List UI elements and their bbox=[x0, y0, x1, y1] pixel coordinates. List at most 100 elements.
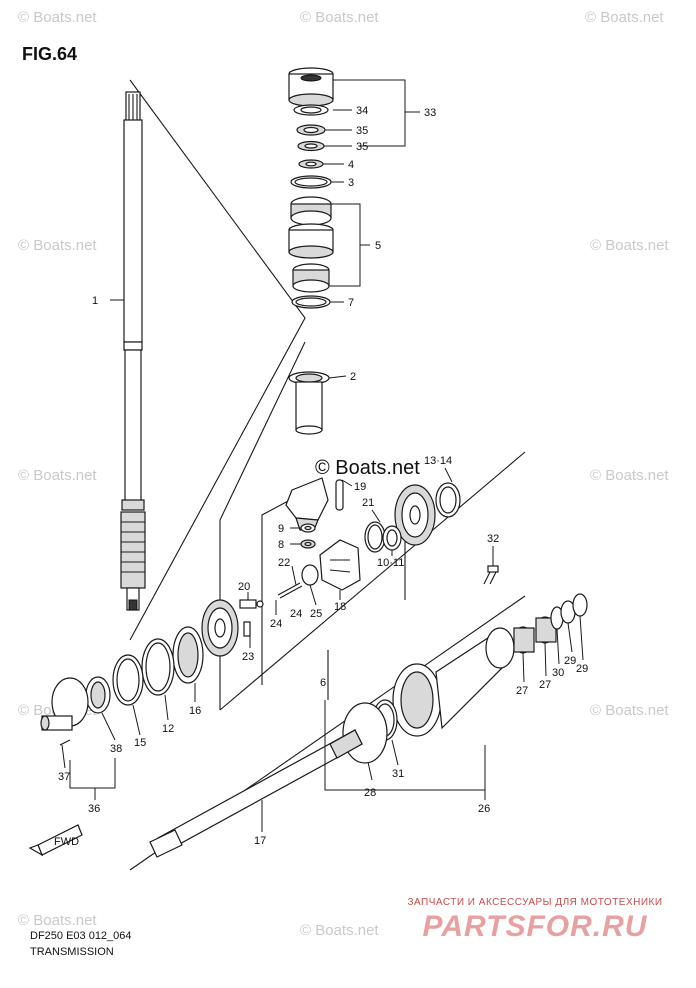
watermark: © Boats.net bbox=[590, 237, 669, 254]
drive-shaft bbox=[120, 91, 146, 611]
callout-27b: 27 bbox=[539, 679, 551, 691]
callout-3: 3 bbox=[348, 177, 354, 189]
shim-15 bbox=[112, 654, 144, 706]
callout-9: 9 bbox=[278, 523, 284, 535]
callout-2: 2 bbox=[350, 371, 356, 383]
push-rod-24 bbox=[277, 582, 303, 599]
callout-33: 33 bbox=[424, 107, 436, 119]
callout-37: 37 bbox=[58, 771, 70, 783]
callout-19: 19 bbox=[354, 481, 366, 493]
sleeve-bushing bbox=[288, 371, 330, 435]
watermark: © Boats.net bbox=[18, 467, 97, 484]
reverse-gear bbox=[201, 599, 239, 657]
seal-upper bbox=[296, 124, 326, 136]
callout-32: 32 bbox=[487, 533, 499, 545]
callout-labels: 1 2 3 4 5 6 7 8 9 10·11 12 13·14 15 16 1… bbox=[58, 105, 588, 847]
callout-12: 12 bbox=[162, 723, 174, 735]
spring-pin-25 bbox=[301, 564, 319, 586]
callout-35a: 35 bbox=[356, 125, 368, 137]
callout-5: 5 bbox=[375, 240, 381, 252]
callout-15: 15 bbox=[134, 737, 146, 749]
washer bbox=[298, 159, 324, 169]
callout-29b: 29 bbox=[576, 663, 588, 675]
watermark: © Boats.net bbox=[590, 467, 669, 484]
thrust-bearing-16 bbox=[172, 626, 204, 684]
pinion-gear bbox=[285, 477, 329, 531]
callout-25: 25 bbox=[310, 608, 322, 620]
forward-direction-marker: FWD bbox=[28, 824, 83, 857]
callout-10-11: 10·11 bbox=[377, 557, 404, 569]
callout-35b: 35 bbox=[356, 141, 368, 153]
callout-30: 30 bbox=[552, 667, 564, 679]
washer-9 bbox=[300, 523, 316, 533]
brand-logo: ЗАПЧАСТИ И АКСЕССУАРЫ ДЛЯ МОТОТЕХНИКИ PA… bbox=[385, 897, 685, 944]
callout-18: 18 bbox=[334, 601, 346, 613]
shim-13-14 bbox=[435, 482, 461, 518]
watermark: © Boats.net bbox=[18, 9, 97, 26]
watermark: © Boats.net bbox=[18, 912, 97, 929]
callout-22: 22 bbox=[278, 557, 290, 569]
seal-lower bbox=[297, 140, 325, 152]
callout-20: 20 bbox=[238, 581, 250, 593]
callout-23: 23 bbox=[242, 651, 254, 663]
snap-ring-lower bbox=[291, 295, 331, 309]
assembly-guide-lines bbox=[129, 79, 526, 871]
oil-seal-29b bbox=[572, 593, 588, 617]
callout-29a: 29 bbox=[564, 655, 576, 667]
callout-38: 38 bbox=[110, 743, 122, 755]
bearing-housing bbox=[288, 67, 334, 107]
taper-roller-bearing-lower bbox=[292, 263, 330, 293]
callout-28: 28 bbox=[364, 787, 376, 799]
callout-26: 26 bbox=[478, 803, 490, 815]
callout-24b: 24 bbox=[290, 608, 302, 620]
watermark: © Boats.net bbox=[590, 702, 669, 719]
propeller-shaft-housing bbox=[392, 627, 515, 737]
figure-number: FIG.64 bbox=[22, 44, 78, 64]
callout-13-14: 13·14 bbox=[424, 455, 452, 467]
forward-gear bbox=[394, 484, 436, 546]
callout-36: 36 bbox=[88, 803, 100, 815]
bearing-race bbox=[288, 223, 334, 259]
pin-37 bbox=[59, 739, 71, 746]
callout-6: 6 bbox=[320, 677, 326, 689]
needle-bearing-27a bbox=[513, 626, 535, 654]
callout-16: 16 bbox=[189, 705, 201, 717]
callout-21: 21 bbox=[362, 497, 374, 509]
brand-name: PARTSFOR.RU bbox=[422, 910, 648, 943]
brand-tagline: ЗАПЧАСТИ И АКСЕССУАРЫ ДЛЯ МОТОТЕХНИКИ bbox=[407, 897, 663, 908]
oil-seal bbox=[293, 104, 329, 116]
clutch-dog bbox=[319, 539, 361, 591]
propeller-shaft bbox=[149, 729, 363, 858]
model-code: DF250 E03 012_064 bbox=[30, 930, 132, 942]
watermark: © Boats.net bbox=[18, 237, 97, 254]
bushing-10-11 bbox=[382, 525, 402, 551]
callout-1: 1 bbox=[92, 295, 98, 307]
callout-4: 4 bbox=[348, 159, 354, 171]
watermark: © Boats.net bbox=[300, 922, 379, 939]
clutch-shifter-20 bbox=[239, 599, 264, 609]
watermark-center: © Boats.net bbox=[315, 457, 420, 479]
bolt-32 bbox=[483, 565, 499, 585]
callout-7: 7 bbox=[348, 297, 354, 309]
thrust-washer-12 bbox=[141, 638, 175, 696]
callout-17: 17 bbox=[254, 835, 266, 847]
watermark: © Boats.net bbox=[585, 9, 664, 26]
snap-ring-upper bbox=[290, 175, 332, 189]
callout-34: 34 bbox=[356, 105, 368, 117]
callout-8: 8 bbox=[278, 539, 284, 551]
reverse-gear-pin-23 bbox=[243, 621, 251, 637]
leader-lines bbox=[61, 79, 584, 832]
watermarks: © Boats.net © Boats.net © Boats.net © Bo… bbox=[18, 9, 669, 939]
section-title: TRANSMISSION bbox=[30, 946, 114, 958]
fwd-label: FWD bbox=[54, 836, 79, 848]
needle-bearing-38 bbox=[85, 676, 111, 714]
callout-24a: 24 bbox=[270, 618, 282, 630]
thrust-washer-21 bbox=[364, 521, 386, 553]
pin bbox=[335, 479, 344, 511]
callout-31: 31 bbox=[392, 768, 404, 780]
taper-roller-bearing-upper bbox=[290, 196, 332, 226]
nut-8 bbox=[300, 539, 316, 549]
watermark: © Boats.net bbox=[300, 9, 379, 26]
